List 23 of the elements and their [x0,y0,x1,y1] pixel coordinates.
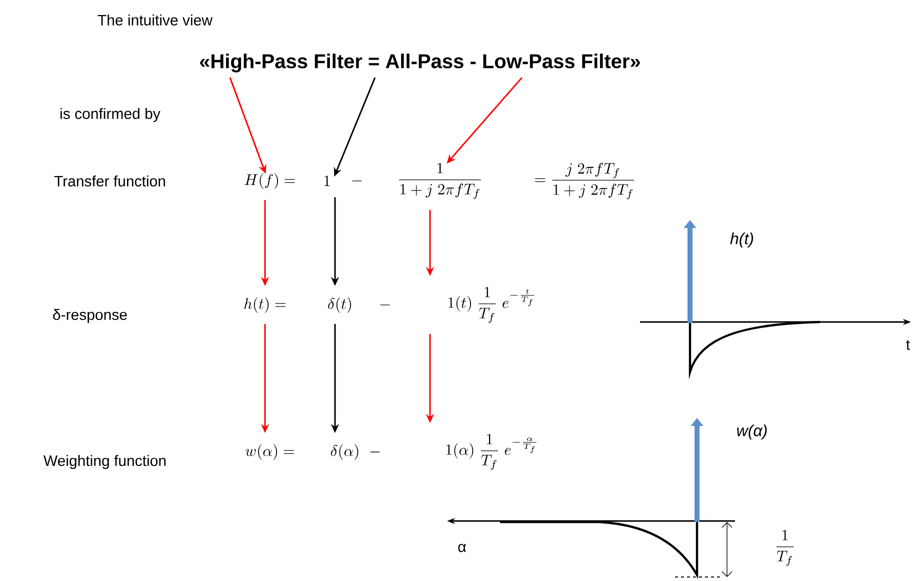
title-text: «High-Pass Filter = All-Pass - Low-Pass Filter» [200,54,640,72]
formula-text: $= \frac{j\ 2\pi f T_f}{1+j\ 2\pi f T_f}$ [534,162,634,200]
axis-label: t [906,340,910,350]
formula-term: $\delta(t)$ [328,297,352,313]
formula-term: $\frac{1}{1+j\ 2\pi f T_f}$ [399,162,481,199]
formula-text: $-$ [352,180,362,182]
axis-label: α [458,544,466,552]
label-text: Transfer function [54,176,165,186]
formula-term: $1(t)\ \frac{1}{T_f}\ e^{-\frac{t}{T_f}}$ [448,286,534,323]
formula-term: $1(\alpha)\ \frac{1}{T_f}\ e^{-\frac{\alpha}{T_f}}$ [446,434,536,470]
dimension-label: $\frac{1}{T_f}$ [776,530,794,566]
formula-term: $H(f) =$ [244,173,295,189]
label-text: The intuitive view [98,14,213,26]
formula-term: $\delta(\alpha)$ [330,444,358,460]
label-text: δ-response [53,309,127,323]
plot-label: h(t) [730,232,754,248]
formula-term: $h(t) =$ [244,297,286,313]
label-text: is confirmed by [60,108,160,122]
plot-label: w(α) [737,424,767,440]
formula-term: $w(\alpha) =$ [246,444,294,460]
formula-term: $1$ [324,176,330,186]
formula-text: $-$ [380,304,390,306]
label-text: Weighting function [44,455,166,469]
